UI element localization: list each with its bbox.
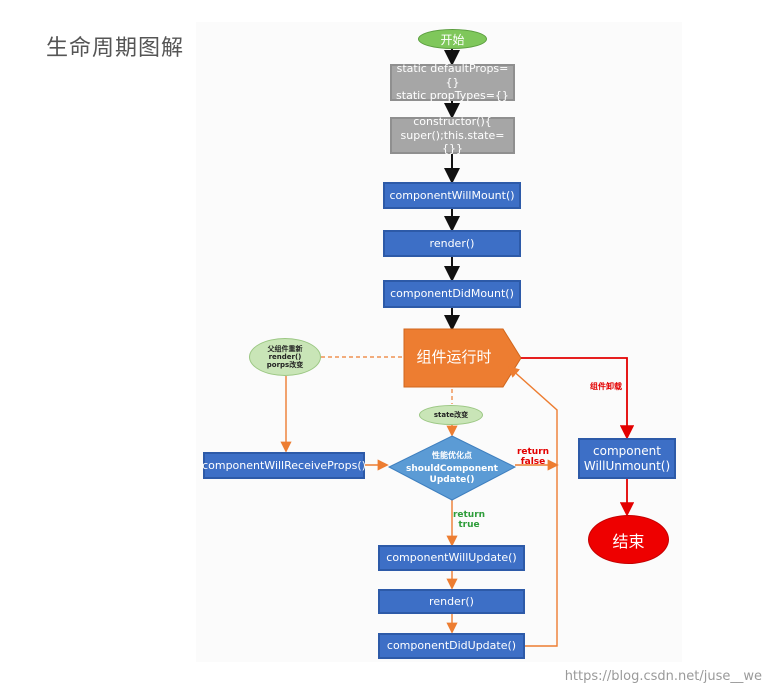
return-false-label: return false xyxy=(516,447,550,467)
component-will-update-node: componentWillUpdate() xyxy=(378,545,525,571)
component-did-mount-node: componentDidMount() xyxy=(383,280,521,308)
edge-running-unmount xyxy=(521,357,635,440)
parent-rerender-node: 父组件重新 render() porps改变 xyxy=(249,338,321,376)
render-mount-node: render() xyxy=(383,230,521,257)
component-will-update-label: componentWillUpdate() xyxy=(386,551,517,565)
running-node-label: 组件运行时 xyxy=(416,348,492,366)
state-change-label: state改变 xyxy=(433,410,469,419)
should-update-title: 性能优化点 xyxy=(432,451,472,460)
component-will-mount-node: componentWillMount() xyxy=(383,182,521,209)
component-did-update-node: componentDidUpdate() xyxy=(378,633,525,659)
static-props-node: static defaultProps={} static propTypes=… xyxy=(390,61,515,103)
component-did-update-label: componentDidUpdate() xyxy=(386,639,517,653)
unmount-label: 组件卸载 xyxy=(590,382,622,391)
render-update-node: render() xyxy=(378,589,525,614)
constructor-node: constructor(){ super();this.state={}} xyxy=(390,114,515,156)
edge-didupdate-loop xyxy=(507,366,558,647)
should-update-label: shouldComponent Update() xyxy=(406,464,498,485)
should-update-shape xyxy=(387,435,517,501)
parent-rerender-label: 父组件重新 render() porps改变 xyxy=(266,344,304,370)
end-node: 结束 xyxy=(588,515,669,564)
component-did-mount-label: componentDidMount() xyxy=(390,287,514,301)
return-true-label: return true xyxy=(452,510,486,530)
end-label: 结束 xyxy=(612,531,645,551)
start-label: 开始 xyxy=(440,32,465,47)
start-node: 开始 xyxy=(418,29,487,49)
component-will-receive-props-node: componentWillReceiveProps() xyxy=(202,452,366,479)
static-props-label: static defaultProps={} static propTypes=… xyxy=(396,61,509,103)
render-mount-label: render() xyxy=(429,236,475,250)
component-will-unmount-node: component WillUnmount() xyxy=(578,438,676,479)
component-will-mount-label: componentWillMount() xyxy=(389,188,515,202)
render-update-label: render() xyxy=(429,594,474,608)
page-title: 生命周期图解 xyxy=(46,36,185,61)
component-will-receive-props-label: componentWillReceiveProps() xyxy=(202,458,366,472)
constructor-label: constructor(){ super();this.state={}} xyxy=(400,114,505,156)
component-will-unmount-label: component WillUnmount() xyxy=(583,443,671,473)
watermark-url: https://blog.csdn.net/juse__we xyxy=(564,669,762,684)
state-change-node: state改变 xyxy=(419,405,483,425)
